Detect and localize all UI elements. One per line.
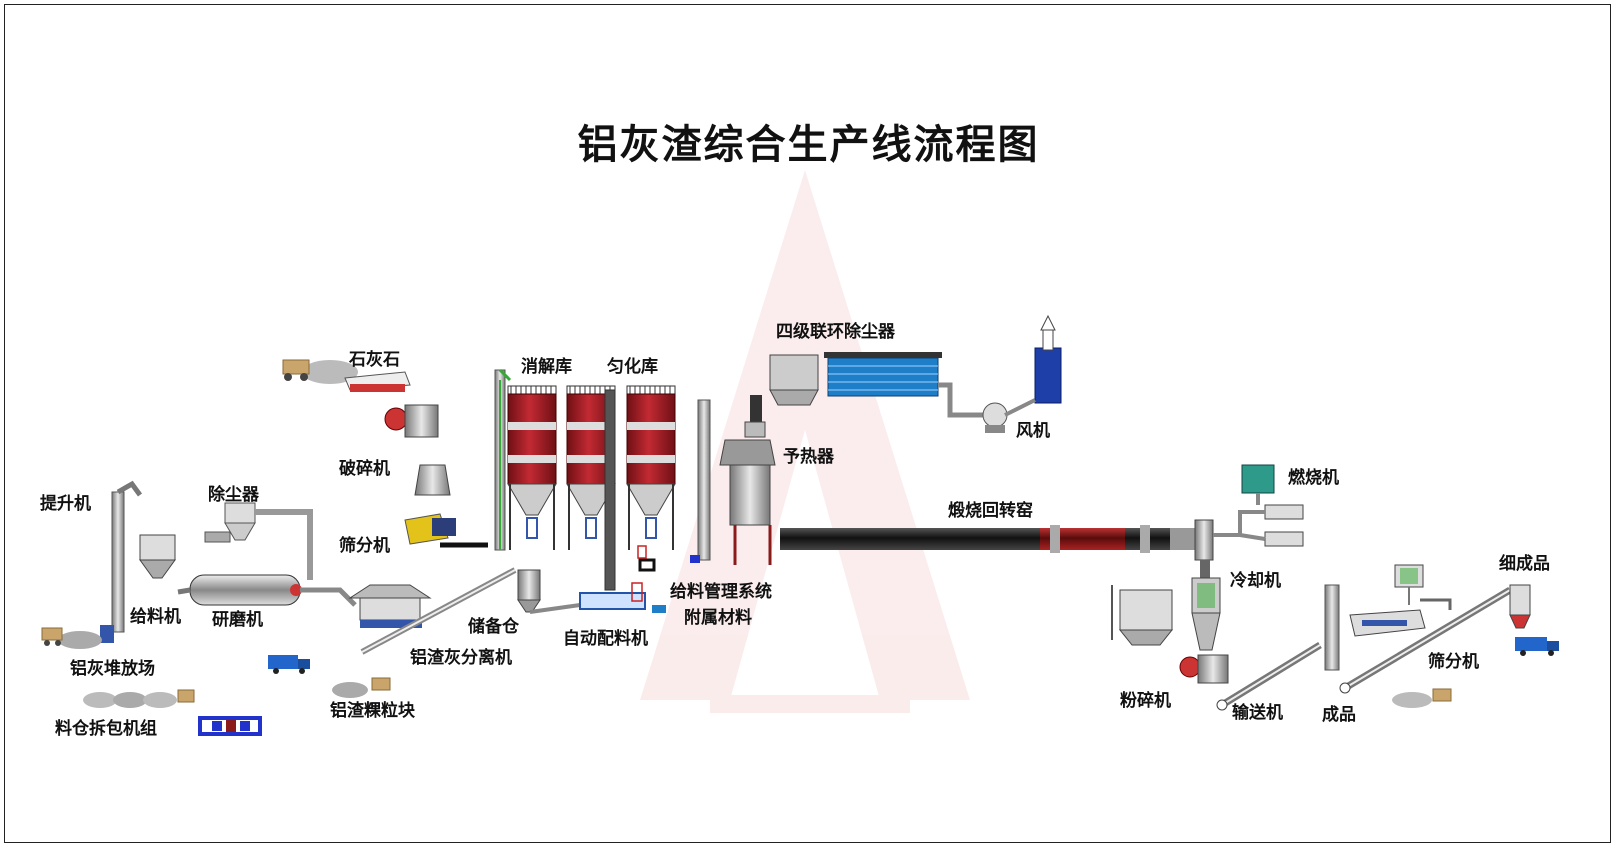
- label-unpacking: 料仓拆包机组: [55, 719, 157, 739]
- label-homogenize: 匀化库: [607, 357, 658, 377]
- label-product: 成品: [1322, 705, 1356, 725]
- label-pellets: 铝渣粿粒块: [330, 701, 415, 721]
- ash-yard-pile-icon: [41, 627, 102, 649]
- page-title: 铝灰渣综合生产线流程图: [577, 122, 1040, 168]
- bucket-elevator-silos-icon: [494, 368, 512, 551]
- preheater-elevator-icon: [690, 399, 711, 563]
- label-cooler: 冷却机: [1230, 571, 1281, 591]
- label-auto-batching: 自动配料机: [563, 629, 648, 649]
- label-fan: 风机: [1016, 421, 1050, 441]
- bucket-elevator-left-icon: [100, 480, 143, 643]
- label-four-stage-dust: 四级联环除尘器: [776, 322, 895, 342]
- digestion-silo-icon: [507, 385, 557, 550]
- homogenize-silo-2-icon: [626, 385, 676, 550]
- auto-batching-icon: [579, 545, 666, 613]
- label-screen-left: 筛分机: [339, 536, 390, 556]
- label-dust-collector: 除尘器: [208, 485, 259, 505]
- four-stage-dust-collector-icon: [769, 352, 985, 418]
- label-feeder: 给料机: [130, 607, 181, 627]
- dust-collector-right-icon: [1111, 585, 1174, 646]
- screen-feeder-left-icon: [404, 513, 456, 545]
- product-pile-icon: [1392, 688, 1452, 708]
- label-digestion: 消解库: [521, 357, 572, 377]
- label-auxiliary: 附属材料: [684, 608, 752, 628]
- label-limestone: 石灰石: [349, 350, 400, 370]
- material-piles-icon: [83, 689, 195, 708]
- truck-left-icon: [268, 655, 310, 674]
- label-ash-yard: 铝灰堆放场: [70, 659, 155, 679]
- label-crusher: 破碎机: [339, 459, 390, 479]
- fine-product-conveyor-icon: [1339, 586, 1512, 694]
- bucket-elevator-right-icon: [1324, 584, 1340, 671]
- storage-bin-icon: [517, 569, 581, 614]
- separator-icon: [348, 584, 432, 628]
- silos-group: [507, 385, 676, 550]
- chimney-icon: [1004, 314, 1062, 417]
- rotary-kiln-icon: [780, 519, 1214, 561]
- unpacking-unit-icon: [198, 716, 262, 736]
- label-preheater: 予热器: [783, 447, 834, 467]
- label-storage-bin: 储备仓: [468, 617, 519, 637]
- grinding-mill-icon: [177, 574, 357, 607]
- feeder-hopper-icon: [139, 534, 176, 579]
- vibrating-feeder-icon: [344, 371, 411, 392]
- label-elevator: 提升机: [40, 494, 91, 514]
- preheater-icon: [719, 395, 776, 565]
- central-elevator-icon: [604, 389, 616, 591]
- fine-product-silo-icon: [1509, 584, 1531, 629]
- label-kiln: 煅烧回转窑: [948, 501, 1033, 521]
- label-feed-mgmt: 给料管理系统: [670, 582, 772, 602]
- cooler-icon: [1191, 560, 1221, 651]
- dust-collector-left-icon: [204, 502, 313, 580]
- label-separator: 铝渣灰分离机: [410, 648, 512, 668]
- diagram-frame: [4, 4, 1611, 843]
- burner-icon: [1213, 464, 1304, 547]
- label-fine-product: 细成品: [1499, 554, 1550, 574]
- label-grinder: 研磨机: [212, 610, 263, 630]
- limestone-pile-icon: [282, 359, 358, 384]
- conveyor-icon: [1216, 642, 1322, 711]
- cone-crusher-icon: [414, 464, 451, 496]
- watermark-logo: [640, 170, 970, 713]
- label-screen-right: 筛分机: [1428, 652, 1479, 672]
- truck-right-icon: [1515, 637, 1559, 656]
- fan-icon: [982, 402, 1008, 433]
- pulverizer-icon: [1179, 654, 1229, 684]
- jaw-crusher-icon: [384, 404, 439, 438]
- label-burner: 燃烧机: [1288, 468, 1339, 488]
- label-conveyor: 输送机: [1232, 703, 1283, 723]
- screen-right-icon: [1349, 564, 1452, 637]
- pellet-pile-icon: [332, 677, 391, 698]
- label-pulverizer: 粉碎机: [1120, 691, 1171, 711]
